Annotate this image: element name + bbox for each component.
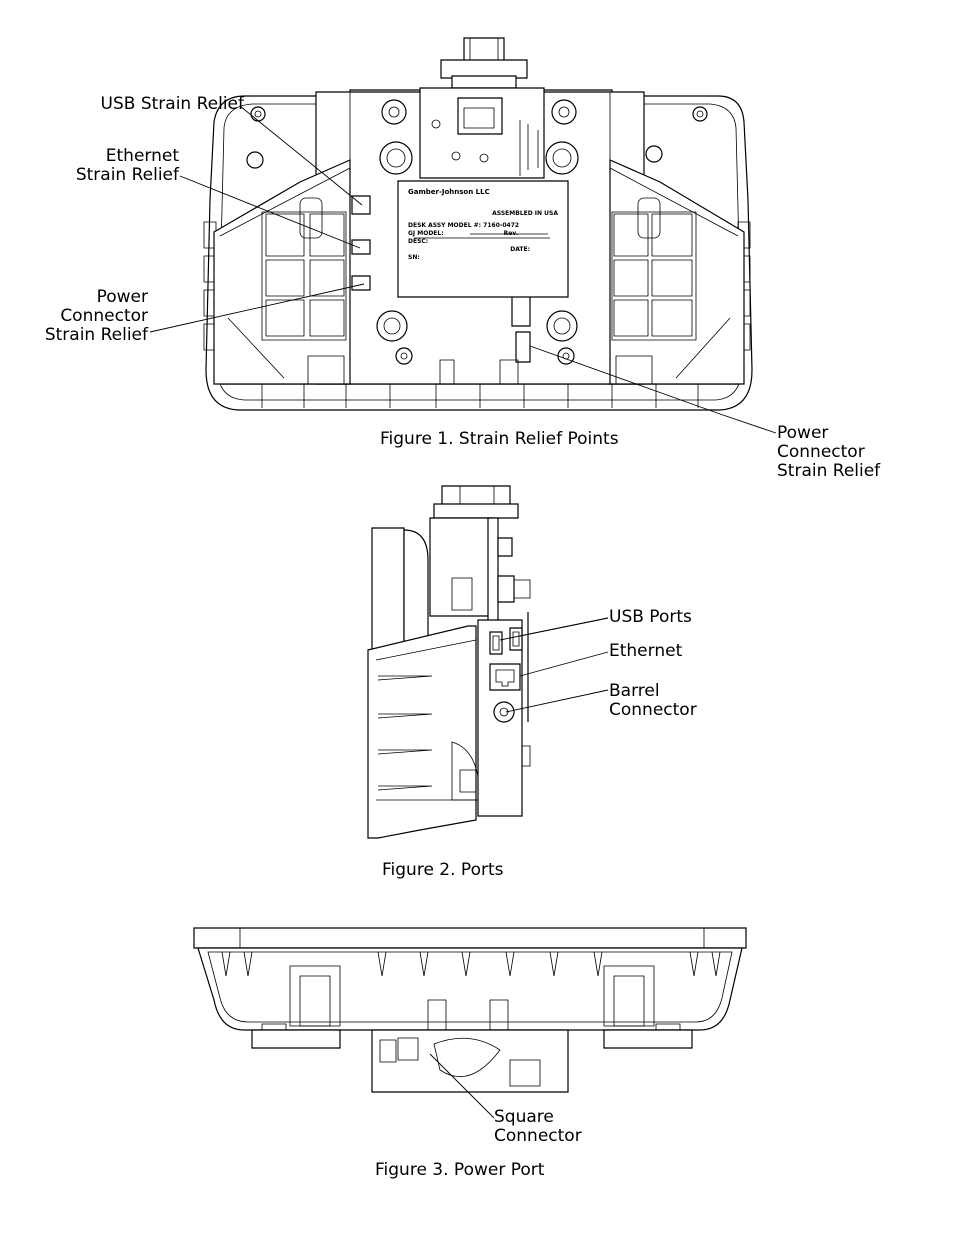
figure-3-caption: Figure 3. Power Port [375, 1160, 545, 1180]
figure-2-caption: Figure 2. Ports [382, 860, 504, 880]
plate-date: DATE: [510, 246, 530, 253]
plate-gj-model: GJ MODEL: [408, 230, 444, 237]
callout-power-strain-relief-left: Power Connector Strain Relief [44, 287, 148, 345]
callout-ethernet: Ethernet [609, 641, 683, 661]
plate-assembled: ASSEMBLED IN USA [492, 210, 558, 217]
callout-square-connector: Square Connector [494, 1107, 582, 1146]
plate-desc: DESC: [408, 238, 429, 245]
label-plate [398, 181, 568, 297]
callout-usb-ports: USB Ports [609, 607, 692, 627]
callout-power-strain-relief-right: Power Connector Strain Relief [777, 423, 881, 481]
plate-rev: Rev. [503, 230, 518, 237]
plate-model-line: DESK ASSY MODEL #: 7160-0472 [408, 222, 520, 229]
callout-ethernet-strain-relief: Ethernet Strain Relief [75, 146, 179, 185]
callout-barrel-connector: Barrel Connector [609, 681, 697, 720]
figure-1-caption: Figure 1. Strain Relief Points [380, 429, 619, 449]
callout-usb-strain-relief: USB Strain Relief [100, 94, 244, 114]
label-plate-text: Gamber-Johnson LLC ASSEMBLED IN USA DESK… [408, 188, 558, 262]
plate-sn: SN: [408, 254, 420, 261]
plate-company: Gamber-Johnson LLC [408, 188, 490, 196]
